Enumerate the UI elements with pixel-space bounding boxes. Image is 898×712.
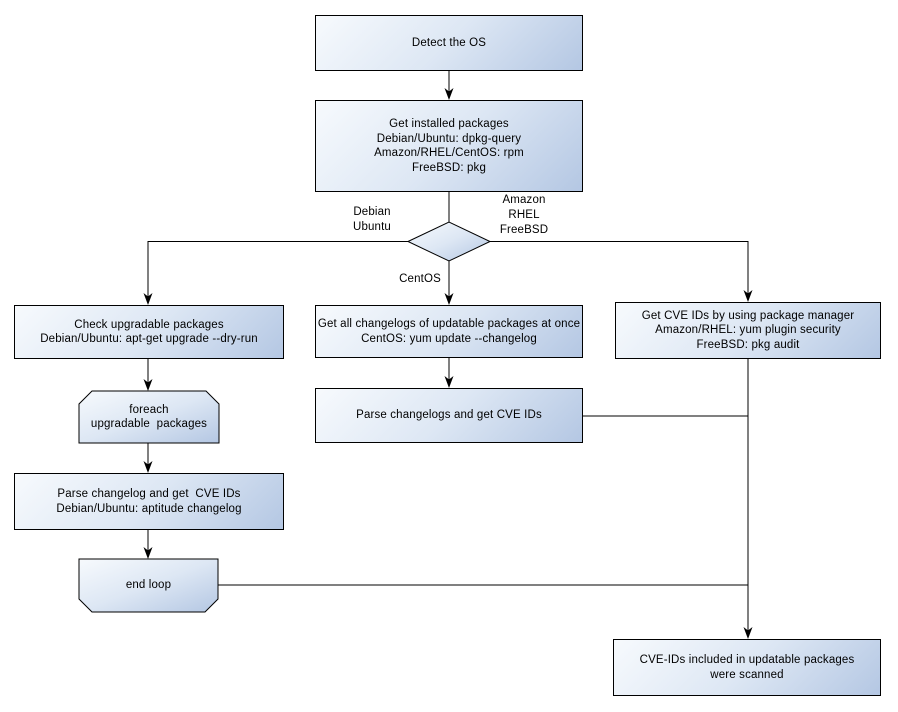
node-get-installed-packages-label: Get installed packages Debian/Ubuntu: dp… xyxy=(374,118,524,174)
arrowhead xyxy=(444,376,454,388)
arrowhead xyxy=(143,293,153,305)
node-detect-os: Detect the OS xyxy=(315,15,583,71)
node-parse-changelog-debian: Parse changelog and get CVE IDs Debian/U… xyxy=(14,473,284,530)
edge-label-debian-ubuntu: Debian Ubuntu xyxy=(353,206,391,233)
edge-label-amazon-rhel-freebsd: Amazon RHEL FreeBSD xyxy=(499,194,549,236)
arrowhead xyxy=(143,379,153,391)
arrowhead xyxy=(444,293,454,305)
node-scan-result: CVE-IDs included in updatable packages w… xyxy=(613,639,881,696)
node-detect-os-label: Detect the OS xyxy=(411,36,487,49)
node-check-upgradable-packages: Check upgradable packages Debian/Ubuntu:… xyxy=(14,305,284,359)
node-get-cve-ids-package-manager: Get CVE IDs by using package manager Ama… xyxy=(615,302,881,359)
node-scan-result-label: CVE-IDs included in updatable packages w… xyxy=(639,654,855,681)
end-loop-label-wrap: end loop xyxy=(79,559,218,612)
node-parse-changelogs-centos-label: Parse changelogs and get CVE IDs xyxy=(356,409,542,422)
arrowhead xyxy=(743,290,753,302)
end-loop-label: end loop xyxy=(125,579,172,592)
node-get-all-changelogs-centos: Get all changelogs of updatable packages… xyxy=(315,305,583,358)
end-loop-shape xyxy=(78,558,219,613)
edge-decision-to-get-cve-ids xyxy=(490,241,749,294)
edge-decision-to-check-upgradable xyxy=(147,241,408,297)
foreach-loop-label: foreach upgradable packages xyxy=(90,403,208,431)
arrowhead xyxy=(143,547,153,559)
foreach-loop-shape xyxy=(78,390,220,444)
edge-label-centos: CentOS xyxy=(399,273,441,285)
foreach-loop-label-wrap: foreach upgradable packages xyxy=(79,391,219,443)
node-parse-changelog-debian-label: Parse changelog and get CVE IDs Debian/U… xyxy=(56,488,242,515)
node-get-all-changelogs-centos-label: Get all changelogs of updatable packages… xyxy=(317,318,581,345)
arrowhead xyxy=(143,461,153,473)
arrowhead xyxy=(743,627,753,639)
node-get-installed-packages: Get installed packages Debian/Ubuntu: dp… xyxy=(315,100,583,192)
os-decision-diamond xyxy=(406,221,492,262)
arrowhead xyxy=(444,88,454,100)
node-check-upgradable-packages-label: Check upgradable packages Debian/Ubuntu:… xyxy=(40,318,258,346)
node-parse-changelogs-centos: Parse changelogs and get CVE IDs xyxy=(315,388,583,443)
node-get-cve-ids-package-manager-label: Get CVE IDs by using package manager Ama… xyxy=(641,309,855,351)
